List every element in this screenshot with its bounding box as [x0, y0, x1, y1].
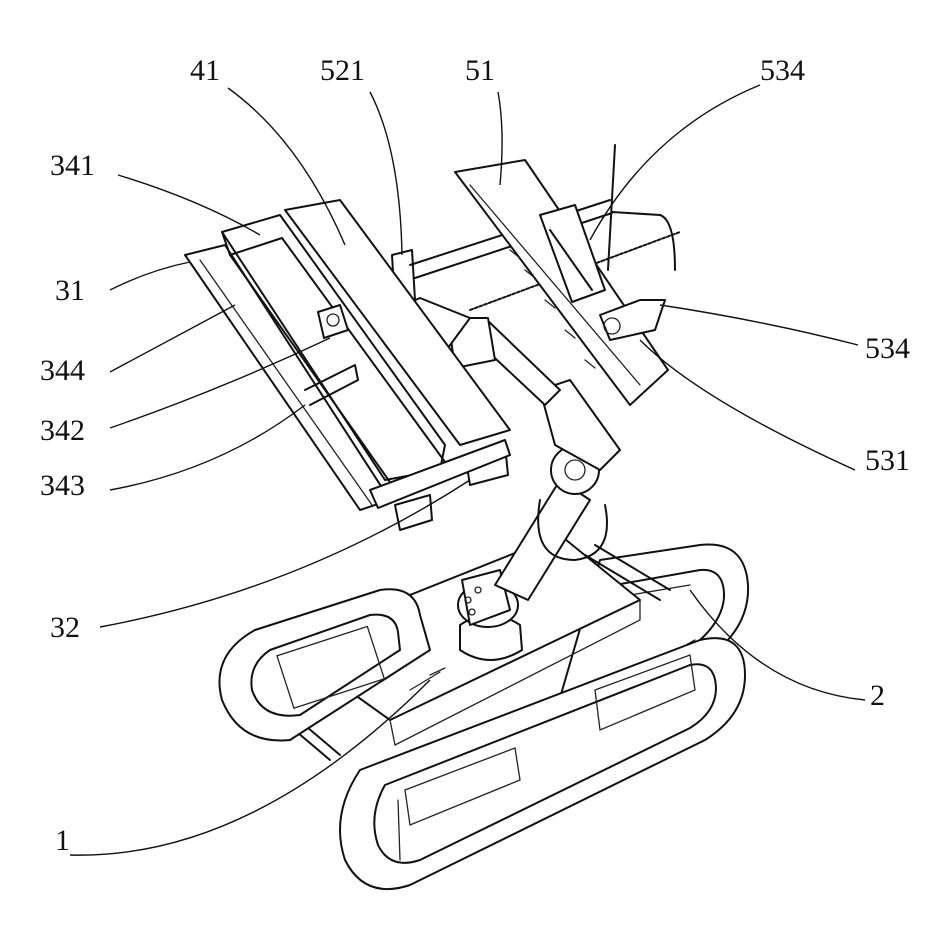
label-32: 32	[50, 611, 80, 644]
label-342: 342	[40, 414, 85, 447]
label-51: 51	[465, 54, 495, 87]
label-31: 31	[55, 274, 85, 307]
left-panel-assembly	[185, 200, 510, 530]
label-534-right: 534	[865, 332, 910, 365]
label-41: 41	[190, 54, 220, 87]
label-531: 531	[865, 444, 910, 477]
label-534-top: 534	[760, 54, 805, 87]
label-1: 1	[55, 824, 70, 857]
label-521: 521	[320, 54, 365, 87]
label-341: 341	[50, 149, 95, 182]
label-343: 343	[40, 469, 85, 502]
label-344: 344	[40, 354, 85, 387]
label-2: 2	[870, 679, 885, 712]
